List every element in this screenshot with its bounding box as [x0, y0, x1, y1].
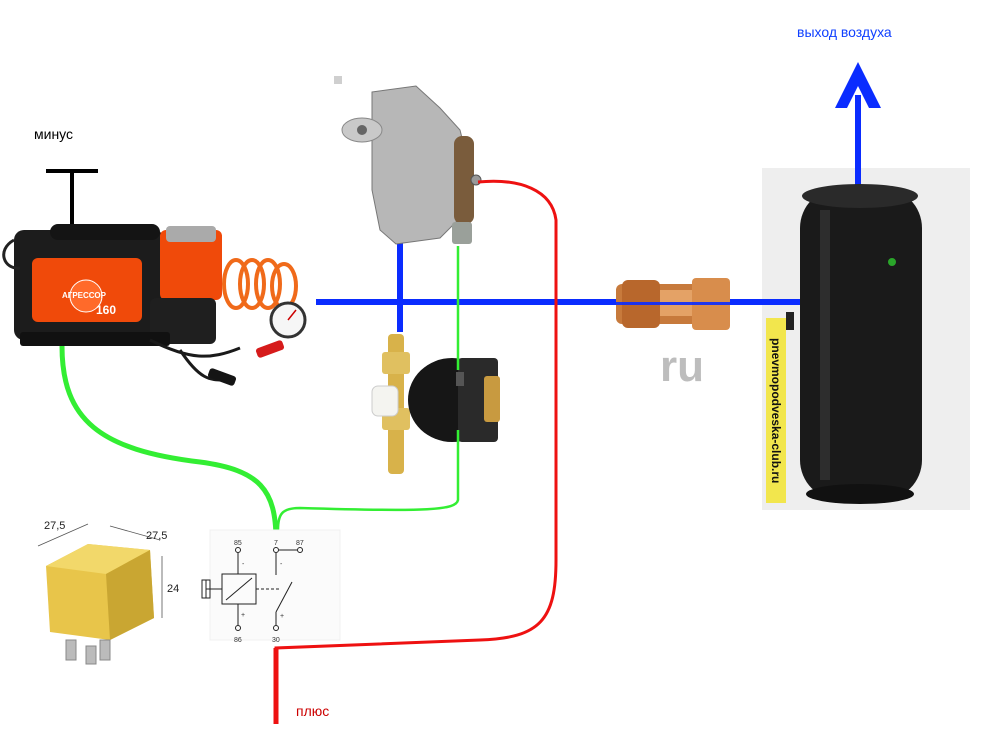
watermark-ru: ru [660, 342, 704, 391]
site-watermark: pnevmopodveska-club.ru [766, 318, 786, 503]
solenoid-valve [371, 334, 500, 474]
relay-coil-plus: + [241, 612, 245, 619]
relay-contact-minus: - [280, 561, 283, 568]
positive-wire [274, 179, 558, 724]
compressor-brand: АГРЕССОР [62, 291, 107, 300]
minus-label: минус [34, 126, 74, 142]
plus-label: плюс [296, 703, 330, 719]
control-wire-compressor [59, 345, 279, 541]
air-spring [786, 184, 922, 504]
compressor: АГРЕССОР 160 [2, 224, 307, 386]
ground-terminal [46, 169, 98, 224]
relay-contact-plus: + [280, 613, 284, 620]
compressor-model: 160 [96, 303, 116, 317]
control-wire-valve [276, 246, 460, 531]
air-out-label: выход воздуха [797, 24, 892, 40]
relay-dim-depth: 27,5 [146, 530, 168, 542]
relay-illustration [37, 523, 163, 665]
relay-pin-86: 86 [234, 637, 242, 644]
pressure-switch [334, 76, 482, 245]
relay-dim-width: 27,5 [44, 520, 66, 532]
air-out-arrow-icon [835, 62, 881, 108]
relay-schematic [201, 529, 341, 641]
relay-coil-minus: - [242, 561, 245, 568]
relay-pin-top: 7 [274, 540, 278, 547]
relay-dim-height: 24 [167, 583, 180, 595]
relay-pin-87: 87 [296, 540, 304, 547]
relay-pin-85: 85 [234, 540, 242, 547]
relay-pin-30: 30 [272, 637, 280, 644]
check-valve [616, 278, 730, 330]
